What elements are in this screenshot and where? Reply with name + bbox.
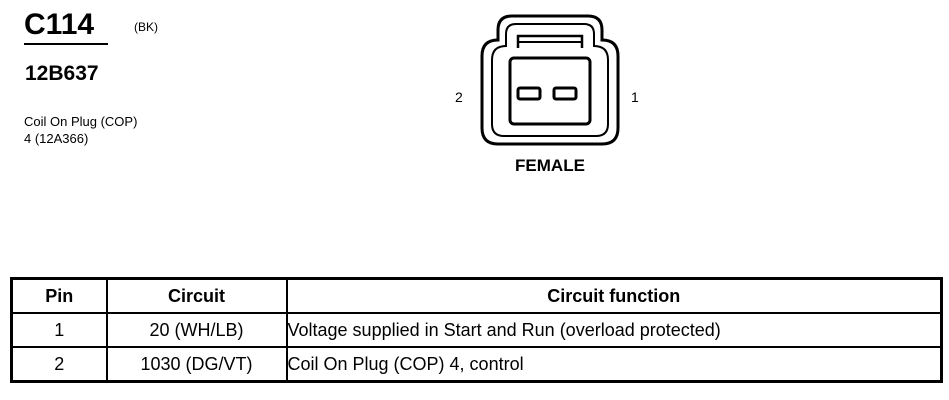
- cell-circuit-function: Voltage supplied in Start and Run (overl…: [285, 312, 943, 348]
- pin-1-label: 1: [631, 89, 639, 105]
- terminal-pin-1: [552, 86, 578, 101]
- connector-id: C114: [24, 8, 95, 41]
- cell-circuit-function: Coil On Plug (COP) 4, control: [285, 346, 943, 383]
- connector-id-underline: [24, 43, 108, 45]
- cell-pin: 1: [10, 312, 108, 348]
- connector-face-drawing: [480, 14, 620, 146]
- connector-color-code: (BK): [134, 20, 158, 34]
- connector-outer-shell: [480, 14, 620, 146]
- header-circuit-function: Circuit function: [285, 277, 943, 314]
- header-circuit: Circuit: [105, 277, 288, 314]
- terminal-pins: [516, 86, 578, 101]
- table-row: 2 1030 (DG/VT) Coil On Plug (COP) 4, con…: [10, 346, 943, 383]
- cell-pin: 2: [10, 346, 108, 383]
- pin-2-label: 2: [455, 89, 463, 105]
- cell-circuit: 20 (WH/LB): [105, 312, 288, 348]
- terminal-pin-2: [516, 86, 542, 101]
- table-header-row: Pin Circuit Circuit function: [10, 277, 943, 314]
- description-line-1: Coil On Plug (COP): [24, 114, 138, 129]
- pin-circuit-table: Pin Circuit Circuit function 1 20 (WH/LB…: [10, 277, 943, 383]
- cell-circuit: 1030 (DG/VT): [105, 346, 288, 383]
- connector-gender-label: FEMALE: [515, 156, 585, 175]
- description-line-2: 4 (12A366): [24, 131, 89, 146]
- table-row: 1 20 (WH/LB) Voltage supplied in Start a…: [10, 312, 943, 348]
- part-number: 12B637: [25, 62, 99, 85]
- header-pin: Pin: [10, 277, 108, 314]
